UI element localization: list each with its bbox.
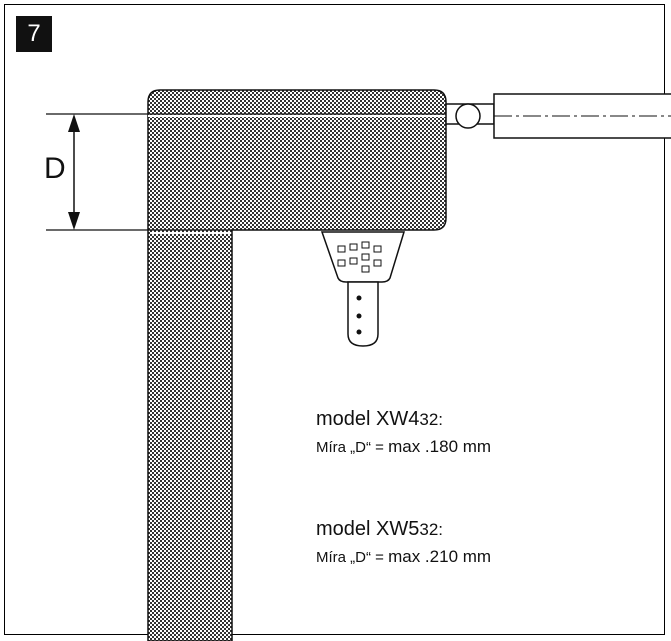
- dimension-arrow: [68, 114, 80, 230]
- model-name: model XW432:: [316, 408, 444, 430]
- dimension-label: D: [44, 152, 66, 185]
- measure-text: Míra „D“ = max .180 mm: [316, 437, 492, 456]
- measure-text: Míra „D“ = max .210 mm: [316, 547, 492, 566]
- fixing-bracket-icon: [320, 231, 406, 347]
- drill-rod-icon: [493, 93, 671, 139]
- model-name: model XW532:: [316, 518, 444, 540]
- wall-section: [147, 89, 447, 641]
- step-number-badge: 7: [16, 16, 52, 52]
- spec-model-xw532: model XW532: Míra „D“ = max .210 mm: [316, 518, 491, 567]
- roller-hinge-icon: [445, 103, 495, 129]
- spec-model-xw432: model XW432: Míra „D“ = max .180 mm: [316, 408, 491, 457]
- diagram-frame: [4, 4, 665, 635]
